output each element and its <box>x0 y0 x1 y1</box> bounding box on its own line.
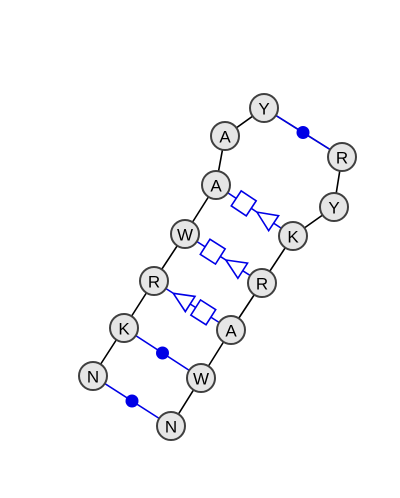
pair-line <box>153 280 232 331</box>
residue-circle <box>247 268 277 298</box>
pair-layer <box>92 107 343 427</box>
pair-dot-glyph <box>296 126 310 139</box>
residue-label: N <box>87 368 99 387</box>
pair-square-glyph <box>199 238 227 266</box>
residue-node: R <box>247 268 277 298</box>
residue-circle <box>201 170 231 200</box>
residue-circle <box>210 121 240 151</box>
residue-circle <box>278 221 308 251</box>
residue-node: K <box>278 221 308 251</box>
residue-node: Y <box>249 93 279 123</box>
residue-circle <box>249 93 279 123</box>
pair-square-glyph <box>189 298 217 326</box>
residue-label: R <box>256 275 268 294</box>
base-pair-n1-n14 <box>92 375 172 427</box>
base-pair-n5-n10 <box>215 184 294 237</box>
pair-dot-glyph <box>125 394 139 408</box>
pair-triangle-glyph <box>171 292 197 314</box>
residue-node: R <box>327 142 357 172</box>
residue-node: W <box>186 363 216 393</box>
residue-label: R <box>336 149 348 168</box>
residue-node: A <box>201 170 231 200</box>
residue-node: A <box>210 121 240 151</box>
residue-circle <box>78 361 108 391</box>
residue-label: K <box>118 320 130 339</box>
pair-triangle-glyph <box>224 258 249 280</box>
residue-label: W <box>193 370 209 389</box>
pair-line <box>184 233 263 284</box>
pair-square-glyph <box>230 189 258 217</box>
backbone-layer <box>92 107 343 427</box>
pair-triangle-glyph <box>255 211 280 233</box>
base-pair-n3-n12 <box>153 280 232 331</box>
residue-circle <box>156 411 186 441</box>
residue-label: Y <box>258 100 269 119</box>
base-pair-n4-n11 <box>184 233 263 284</box>
residue-label: A <box>210 177 222 196</box>
residue-circle <box>216 315 246 345</box>
residue-circle <box>186 363 216 393</box>
residue-circle <box>327 142 357 172</box>
residue-label: A <box>225 322 237 341</box>
residue-label: K <box>287 228 299 247</box>
residue-label: Y <box>328 199 339 218</box>
residue-node: N <box>78 361 108 391</box>
residue-circle <box>170 219 200 249</box>
residue-label: A <box>219 128 231 147</box>
base-pair-n2-n13 <box>123 327 202 379</box>
pair-dot-glyph <box>156 346 169 360</box>
residue-label: W <box>177 226 193 245</box>
residue-node: N <box>156 411 186 441</box>
residue-node: Y <box>319 192 349 222</box>
residue-circle <box>319 192 349 222</box>
base-pair-n7-n8 <box>263 107 343 158</box>
residue-circle <box>109 313 139 343</box>
residue-node: K <box>109 313 139 343</box>
residue-circle <box>139 266 169 296</box>
residue-node: R <box>139 266 169 296</box>
pair-line <box>215 184 294 237</box>
residue-node: A <box>216 315 246 345</box>
node-layer: N K R W A A Y R Y K R A W N <box>78 93 357 441</box>
residue-node: W <box>170 219 200 249</box>
residue-label: R <box>148 273 160 292</box>
residue-label: N <box>165 418 177 437</box>
